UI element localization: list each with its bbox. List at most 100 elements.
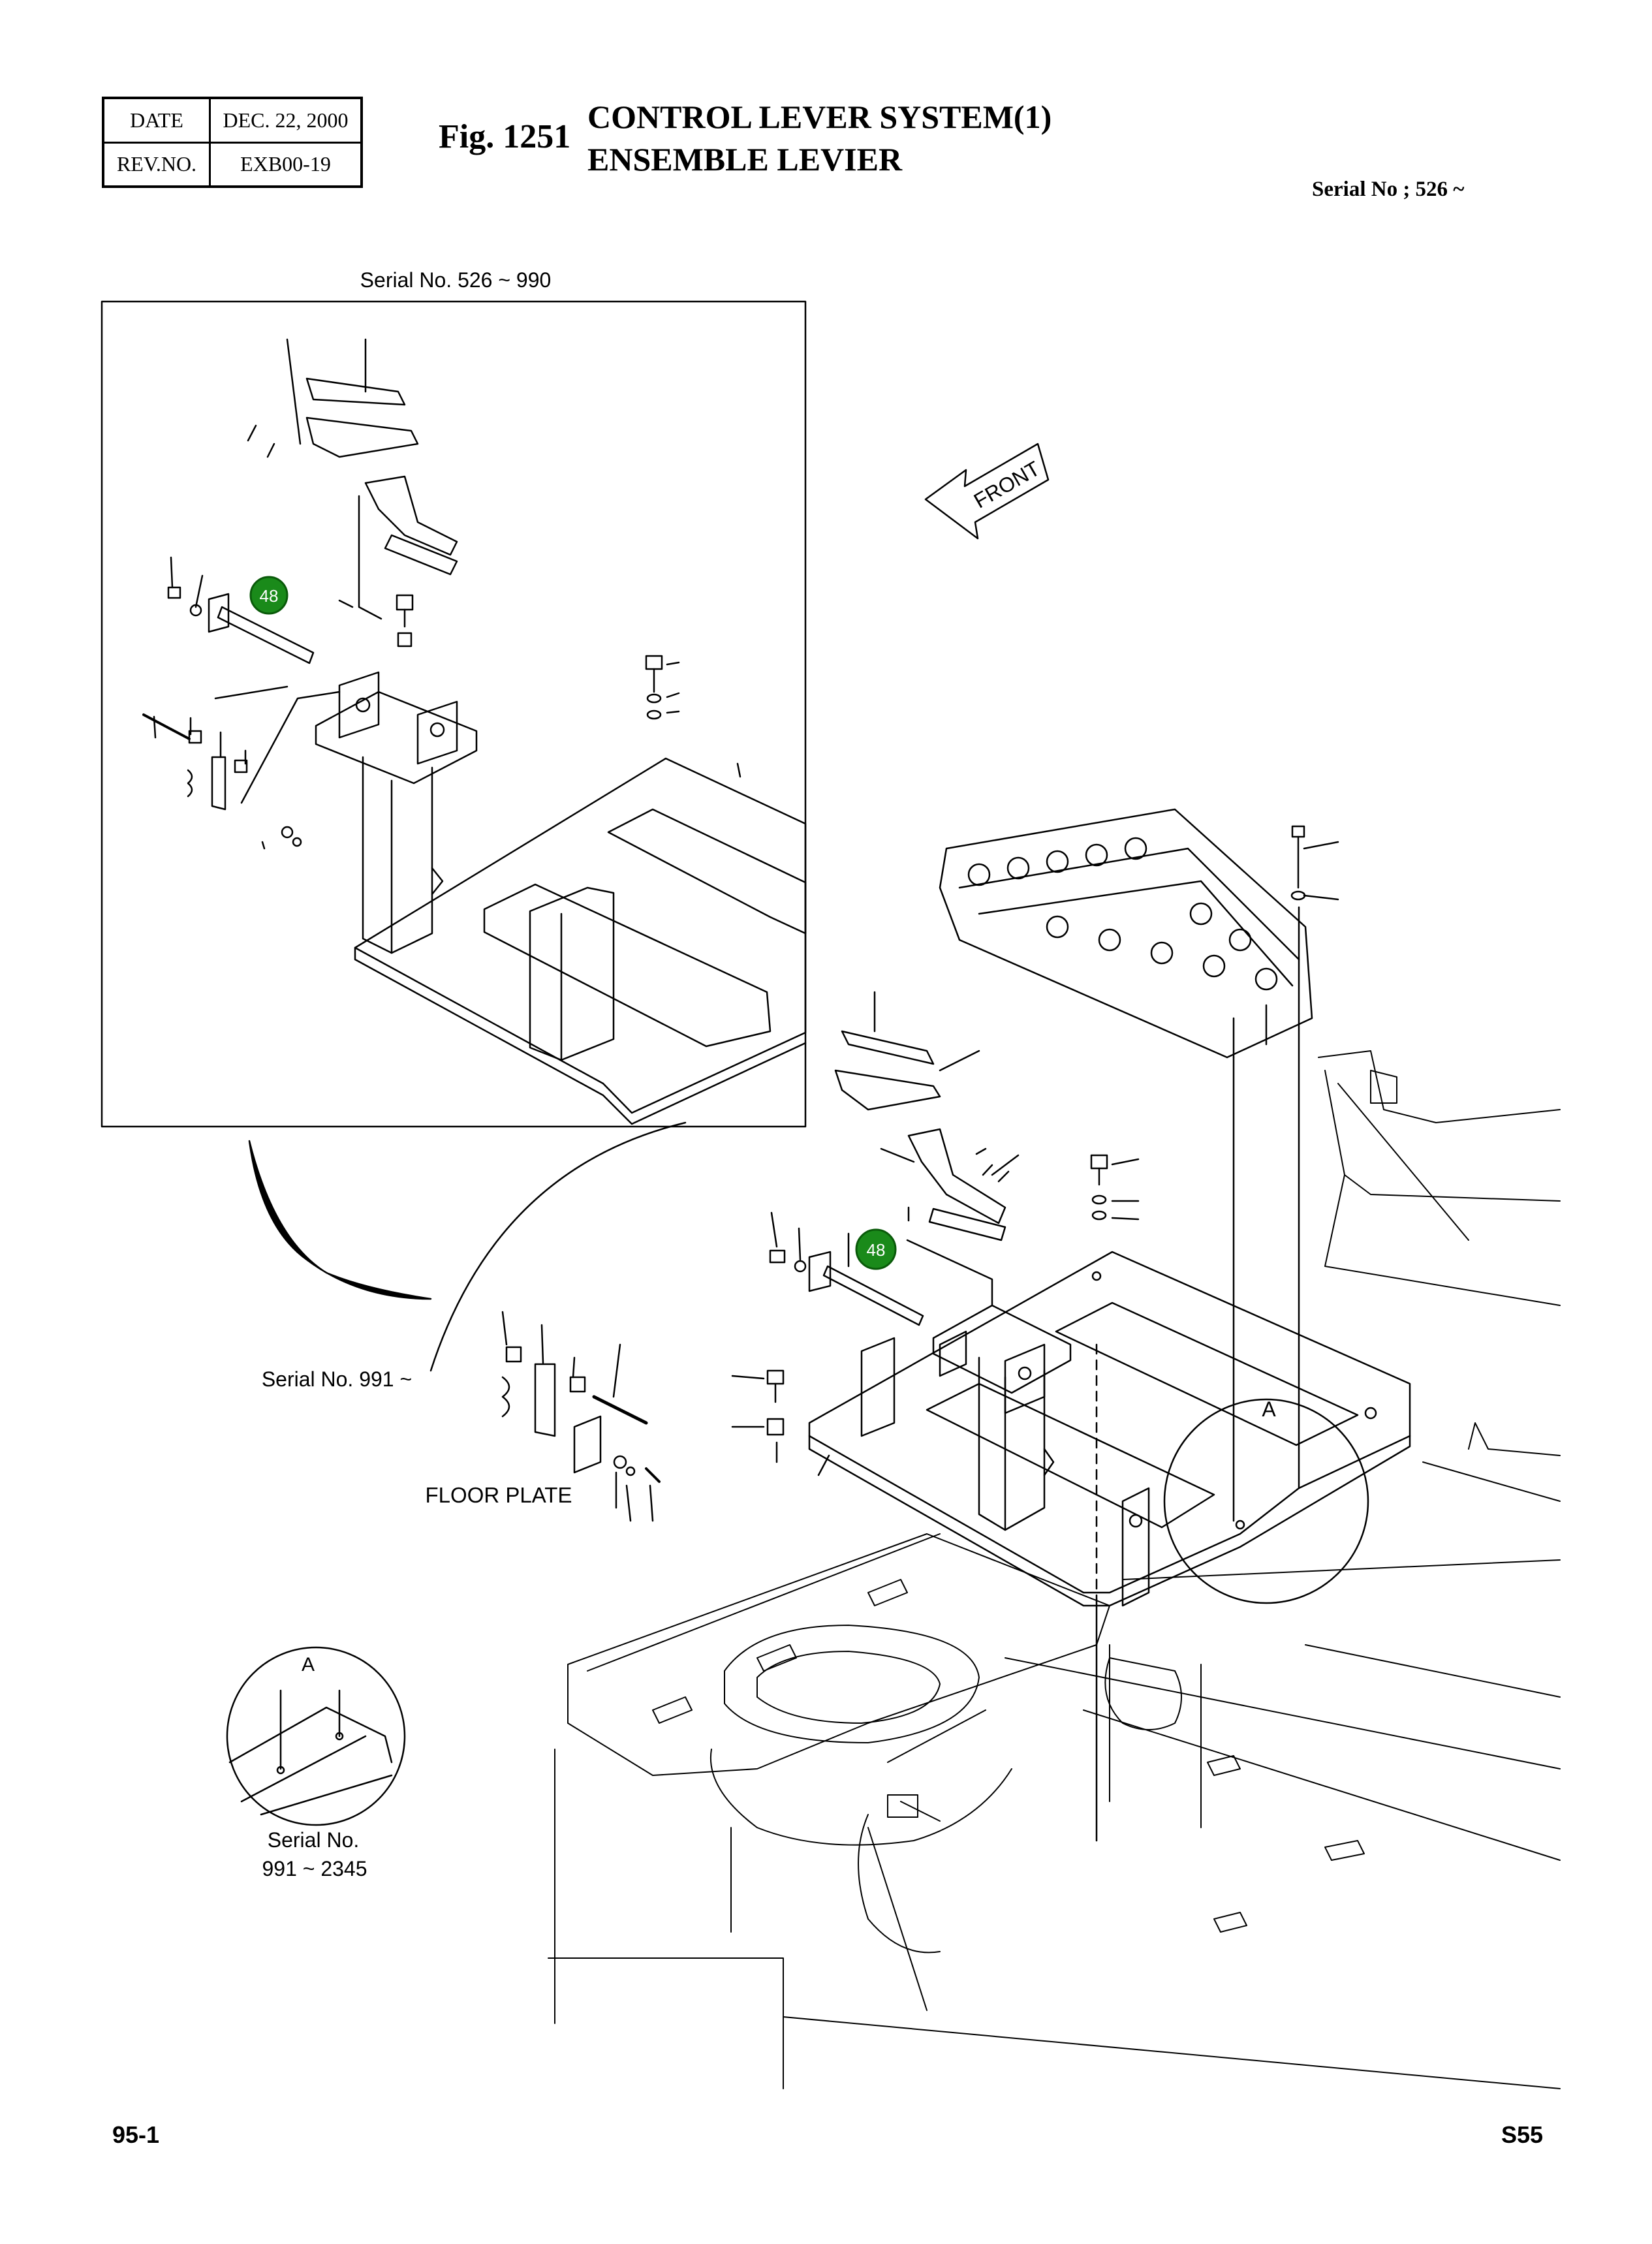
inset-pedestal-notch xyxy=(431,867,444,896)
main-bolt-3 xyxy=(766,1369,785,1385)
inset-lever-arm xyxy=(364,475,458,556)
inset-link xyxy=(211,756,226,811)
valve-port-4 xyxy=(1085,843,1108,867)
inset-spring xyxy=(187,769,193,798)
chassis-pads xyxy=(652,1579,1365,1933)
valve-port-1 xyxy=(967,863,991,886)
floor-hole-2 xyxy=(1364,1407,1377,1420)
main-lever-arm xyxy=(907,1128,1006,1224)
control-valve xyxy=(939,808,1313,1059)
detail-circle-a xyxy=(1163,1398,1369,1604)
inset-serial-label: Serial No. 526 ~ 990 xyxy=(360,268,552,292)
inset-cutout-1 xyxy=(607,808,807,935)
link-washer-1 xyxy=(613,1455,627,1469)
pedestal-hole xyxy=(1018,1366,1032,1380)
info-table: DATE DEC. 22, 2000 REV.NO. EXB00-19 xyxy=(102,97,363,188)
floor-hole-1 xyxy=(1091,1271,1102,1281)
link-spring xyxy=(501,1376,510,1418)
sheet-code: S55 xyxy=(1501,2121,1544,2148)
valve-port-10 xyxy=(1255,967,1278,991)
chassis-frame xyxy=(548,1050,1561,2089)
main-floor-plate xyxy=(808,1251,1411,1607)
detail-arc xyxy=(429,1121,687,1372)
guide-plate-right xyxy=(1121,1487,1150,1607)
floor-cutout-1 xyxy=(1055,1301,1359,1446)
main-washer xyxy=(794,1260,807,1273)
valve-bolt xyxy=(1291,825,1305,838)
main-pin-plate xyxy=(808,1251,832,1292)
detail-serial-1: Serial No. xyxy=(268,1828,360,1852)
inset-bushing-2 xyxy=(234,759,248,773)
inset-rod xyxy=(142,713,191,740)
inset-leader-lines xyxy=(153,338,741,850)
main-washer-2 xyxy=(1091,1194,1107,1205)
chassis-block xyxy=(887,1794,918,1818)
inset-bolt xyxy=(167,586,181,599)
page-subtitle: ENSEMBLE LEVIER xyxy=(587,141,903,178)
inset-bushing xyxy=(188,730,202,744)
inset-frame xyxy=(101,300,807,1128)
valve-port-9 xyxy=(1202,954,1226,978)
date-label: DATE xyxy=(102,97,211,144)
page-title: CONTROL LEVER SYSTEM(1) xyxy=(587,99,1052,135)
detail-a-studs xyxy=(279,1689,341,1770)
link-bushing-2 xyxy=(569,1376,586,1393)
inset-nut xyxy=(397,632,413,647)
inset-bracket-hole-2 xyxy=(429,722,445,738)
main-serial-label: Serial No. 991 ~ xyxy=(262,1367,412,1391)
valve-mount-lines xyxy=(1232,906,1300,1522)
main-lever-arm-base xyxy=(928,1208,1006,1241)
page-number: 95-1 xyxy=(112,2121,160,2148)
main-pin-48 xyxy=(822,1265,924,1326)
valve-port-3 xyxy=(1046,850,1069,873)
swing-ring-lower xyxy=(709,1749,1012,1846)
inset-bolt-2 xyxy=(396,594,414,611)
main-nut xyxy=(766,1418,785,1436)
floor-cutout-2 xyxy=(926,1382,1215,1529)
link-rod xyxy=(592,1395,648,1425)
main-washer-3 xyxy=(1091,1210,1107,1221)
main-leader-lines xyxy=(501,991,1140,1522)
detail-a-view: A Serial No. 991 ~ 2345 xyxy=(226,1646,406,1880)
callout-circle xyxy=(249,576,288,615)
inset-bracket-hole-1 xyxy=(355,697,371,713)
callout-circle xyxy=(855,1228,897,1270)
inset-washer-5 xyxy=(281,826,294,839)
front-arrow: FRONT xyxy=(924,443,1050,540)
inset-bolt-3 xyxy=(645,655,663,670)
valve-port-2 xyxy=(1006,856,1030,880)
valve-port-7 xyxy=(1098,928,1121,952)
inset-washer-4 xyxy=(646,709,662,720)
link-bushing-1 xyxy=(505,1346,522,1363)
rev-label: REV.NO. xyxy=(102,141,211,188)
chassis-right-members xyxy=(1318,1050,1561,1502)
main-small-marks xyxy=(975,1147,1010,1183)
link-arm xyxy=(534,1363,556,1437)
valve-edge-1 xyxy=(958,847,1300,961)
detail-ref-label: A xyxy=(1262,1397,1276,1421)
valve-leader-lines xyxy=(1303,841,1339,901)
valve-port-5 xyxy=(1124,837,1147,860)
inset-floor-plate-edge xyxy=(354,946,807,1125)
inset-pin-plate xyxy=(208,593,230,633)
pedestal-top-plate xyxy=(932,1304,1072,1394)
inset-bracket-left xyxy=(338,671,380,739)
main-lever-middle xyxy=(834,1069,941,1111)
chassis-right-bracket xyxy=(1370,1070,1397,1104)
pedestal-bracket-right xyxy=(1004,1343,1046,1414)
detail-a-ref: A xyxy=(302,1654,315,1675)
chassis-curve xyxy=(858,1814,941,1954)
pedestal-notch xyxy=(1043,1448,1055,1476)
chassis-slot xyxy=(1104,1657,1182,1730)
detail-serial-2: 991 ~ 2345 xyxy=(262,1857,367,1880)
date-value: DEC. 22, 2000 xyxy=(209,97,363,144)
link-cotter-pin xyxy=(645,1467,661,1483)
swoosh-arrow xyxy=(248,1140,432,1300)
callout-number: 48 xyxy=(867,1240,886,1260)
main-bolt xyxy=(769,1249,786,1264)
floor-hole-3 xyxy=(1235,1519,1245,1530)
inset-lever-upper xyxy=(305,377,406,406)
valve-port-12 xyxy=(1228,928,1252,952)
main-lever-upper xyxy=(841,1030,935,1065)
